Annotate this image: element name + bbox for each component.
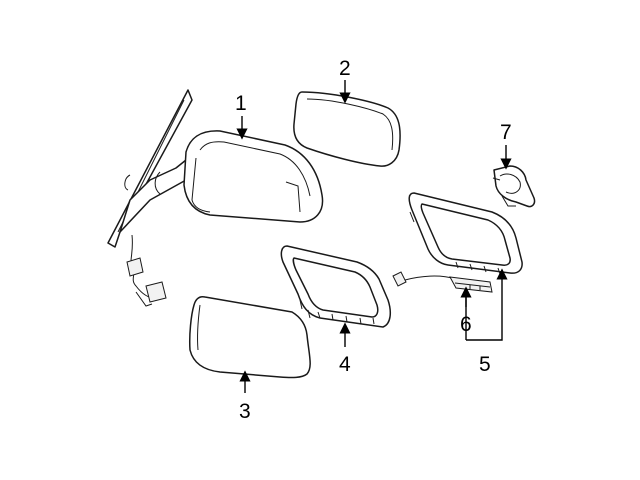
callout-1: 1 [235,92,247,115]
callout-5: 5 [479,353,491,376]
leader-5-bracket [466,268,508,341]
mirror-frame[interactable] [280,245,392,328]
mirror-cover-cap[interactable] [189,296,311,379]
callout-3: 3 [239,400,251,423]
turn-signal-lamp[interactable] [392,271,493,293]
mirror-glass[interactable] [293,91,401,167]
callout-6: 6 [460,313,472,336]
mirror-housing-assembly[interactable] [107,89,324,307]
callout-2: 2 [339,57,351,80]
callout-7: 7 [500,121,512,144]
callout-4: 4 [339,353,351,376]
mirror-motor[interactable] [492,165,536,208]
outer-frame-assembly[interactable] [408,192,523,275]
